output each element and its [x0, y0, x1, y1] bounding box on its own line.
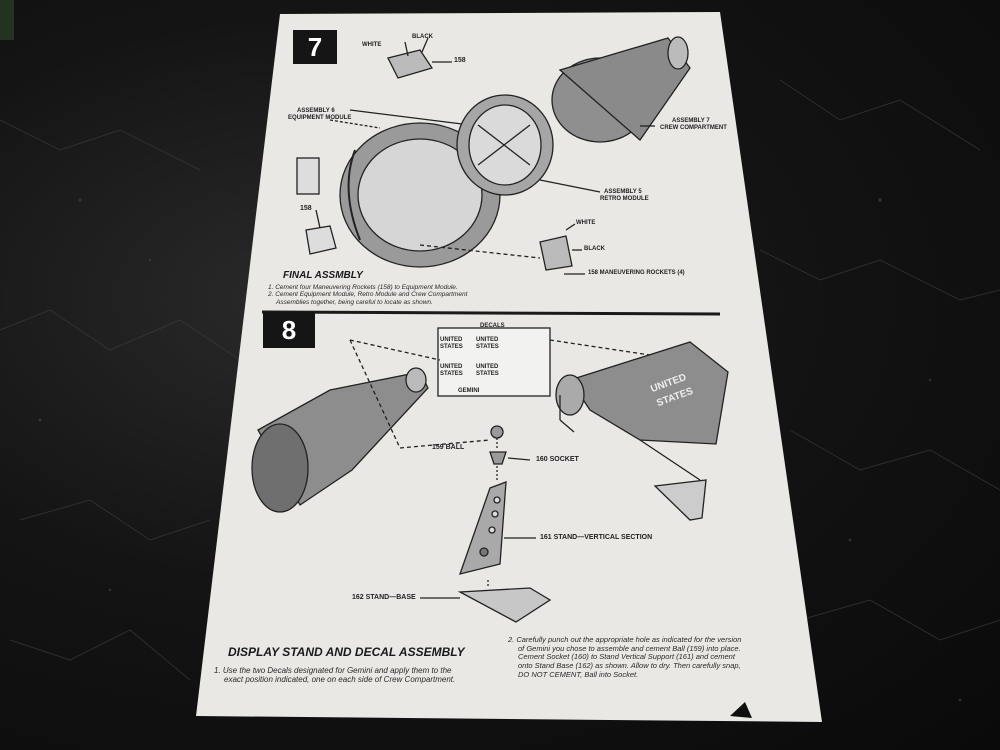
- step8-instruction-1b: exact position indicated, one on each si…: [224, 675, 456, 685]
- label-socket: 160 SOCKET: [536, 456, 579, 463]
- paper-tear: [730, 702, 752, 718]
- step8-instruction-1: 1. Use the two Decals designated for Gem…: [214, 666, 504, 684]
- label-black-top: BLACK: [412, 34, 433, 40]
- step8-drawing: [251, 327, 729, 623]
- step-divider: [261, 310, 721, 316]
- step7-instructions: 1. Cement four Maneuvering Rockets (158)…: [268, 284, 528, 306]
- rocket-part-lower: [305, 225, 337, 255]
- step8-instruction-2b: of Gemini you chose to assemble and ceme…: [518, 643, 741, 653]
- step7-instruction-2b: Assemblies together, being careful to lo…: [276, 298, 433, 306]
- label-stand-base: 162 STAND—BASE: [352, 594, 416, 601]
- decal-us-3b: STATES: [440, 371, 463, 377]
- crew-compartment-cone: [558, 37, 691, 141]
- stand-base-162: [457, 587, 552, 623]
- decal-plate-top: [387, 49, 434, 79]
- stand-vertical-161: [458, 481, 507, 575]
- decal-us-2b: STATES: [476, 344, 499, 350]
- label-white-bottom: WHITE: [576, 220, 596, 226]
- label-decals: DECALS: [480, 323, 505, 329]
- label-assembly6-line1: ASSEMBLY 6: [297, 108, 335, 114]
- decal-us-2a: UNITED: [476, 337, 499, 343]
- socket-160: [489, 451, 507, 465]
- capsule-stand-foot: [653, 479, 707, 521]
- label-maneuvering-rockets: 158 MANEUVERING ROCKETS (4): [588, 270, 685, 276]
- step8-instruction-2d: onto Stand Base (162) as shown. Allow to…: [518, 660, 741, 670]
- label-ball: 159 BALL: [432, 444, 465, 451]
- decal-gemini: GEMINI: [458, 388, 480, 394]
- step8-instruction-2: 2. Carefully punch out the appropriate h…: [508, 635, 808, 679]
- decal-us-1b: STATES: [440, 344, 463, 350]
- decal-us-1a: UNITED: [440, 337, 463, 343]
- decal-us-4a: UNITED: [476, 364, 499, 370]
- decal-us-3a: UNITED: [440, 364, 463, 370]
- step7-drawing: [296, 36, 691, 275]
- decal-plate-bottom: [539, 235, 573, 271]
- step7-instruction-1: 1. Cement four Maneuvering Rockets (158)…: [268, 284, 458, 291]
- step8-instruction-1a: 1. Use the two Decals designated for Gem…: [214, 666, 452, 675]
- gemini-capsule-right: [568, 341, 729, 445]
- label-assembly7-line1: ASSEMBLY 7: [672, 118, 710, 124]
- step8-instruction-2e: DO NOT CEMENT, Ball into Socket.: [518, 669, 639, 679]
- decal-sheet: [437, 327, 551, 397]
- step8-badge: 8: [263, 312, 315, 348]
- label-158-top: 158: [454, 57, 466, 64]
- step7-badge: 7: [293, 30, 337, 64]
- label-assembly5-line2: RETRO MODULE: [600, 196, 649, 202]
- step7-title: FINAL ASSMBLY: [283, 270, 363, 281]
- step8-title: DISPLAY STAND AND DECAL ASSEMBLY: [228, 645, 465, 659]
- step8-instruction-2c: Cement Socket (160) to Stand Vertical Su…: [518, 652, 735, 662]
- label-assembly7-line2: CREW COMPARTMENT: [660, 125, 727, 131]
- step7-instruction-2a: 2. Cement Equipment Module, Retro Module…: [268, 291, 468, 299]
- label-assembly6-line2: EQUIPMENT MODULE: [288, 115, 352, 121]
- label-stand-vertical: 161 STAND—VERTICAL SECTION: [540, 534, 653, 541]
- step8-instruction-2a: 2. Carefully punch out the appropriate h…: [508, 635, 742, 644]
- label-assembly5-line1: ASSEMBLY 5: [604, 189, 642, 195]
- label-black-bottom: BLACK: [584, 246, 605, 252]
- ball-159: [490, 425, 504, 439]
- decal-us-4b: STATES: [476, 371, 499, 377]
- label-white-top: WHITE: [362, 42, 382, 48]
- label-158-left: 158: [300, 205, 312, 212]
- rocket-part-upper: [296, 157, 320, 195]
